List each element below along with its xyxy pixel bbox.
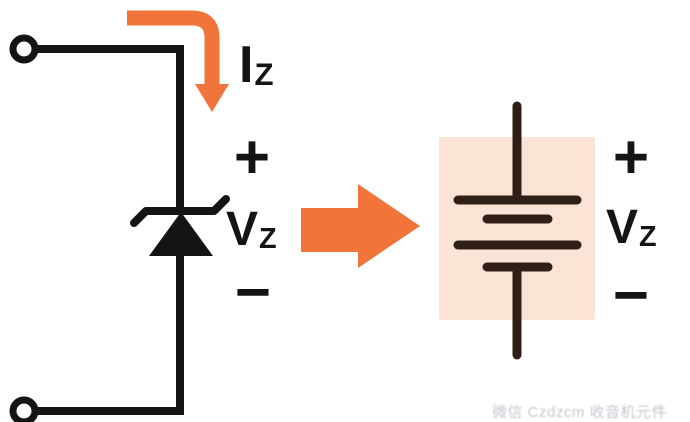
equivalence-arrow-icon: [301, 184, 420, 268]
bottom-terminal-icon: [9, 396, 39, 422]
zener-diode-icon: [130, 195, 230, 256]
bottom-wire: [37, 252, 184, 415]
voltage-label-main: V: [226, 203, 259, 256]
voltage-label-sub: Z: [259, 222, 277, 255]
current-label-sub: Z: [254, 57, 274, 93]
voltage-label-main: V: [606, 201, 639, 254]
highlight-box: [439, 137, 595, 320]
current-label-main: I: [239, 36, 254, 94]
current-label-iz: IZ: [239, 39, 274, 91]
minus-sign-right: −: [612, 261, 650, 330]
top-wire: [37, 45, 184, 211]
plus-sign-right: +: [612, 123, 650, 192]
voltage-label-vz-right: VZ: [606, 204, 657, 252]
minus-sign-left: −: [234, 258, 272, 327]
voltage-label-sub: Z: [639, 220, 657, 253]
voltage-label-vz-left: VZ: [226, 206, 277, 254]
circuit-wires: [37, 45, 184, 415]
plus-sign-left: +: [233, 123, 271, 192]
top-terminal-icon: [9, 34, 39, 64]
watermark-text: 微信 Czdzcm 收音机元件: [492, 404, 668, 421]
battery-icon: [453, 101, 582, 360]
current-direction-arrow-icon: [127, 10, 229, 112]
